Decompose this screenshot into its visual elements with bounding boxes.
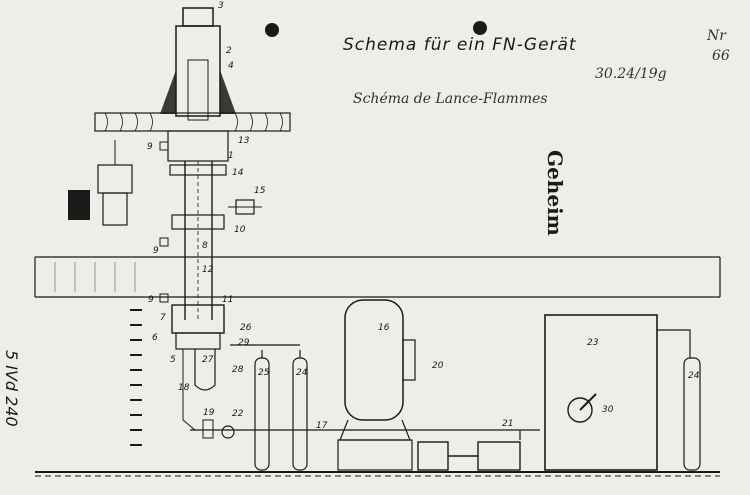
corner-note-line-2: 66 (712, 48, 730, 64)
punch-hole (265, 23, 279, 37)
corner-note-line-1: Nr (706, 28, 727, 44)
callout-14: 14 (232, 168, 244, 178)
platform-band (34, 256, 721, 298)
piping (190, 329, 691, 440)
callout-4: 4 (228, 61, 234, 71)
valve-15 (228, 199, 262, 215)
callout-17: 17 (316, 421, 328, 431)
sensor-box (159, 141, 169, 151)
ground-line (35, 471, 720, 477)
callout-6: 6 (152, 333, 158, 343)
dash-marks (130, 309, 142, 446)
callout-9b: 9 (153, 246, 159, 256)
callout-26: 26 (240, 323, 252, 333)
callout-8: 8 (202, 241, 208, 251)
pump-22 (202, 419, 235, 439)
pump-motor (417, 441, 521, 471)
pencil-caption: Schéma de Lance-Flammes (353, 91, 548, 107)
callout-15: 15 (254, 186, 266, 196)
pencil-date: 30.24/19g (595, 66, 667, 82)
container-23 (544, 314, 658, 471)
pressure-tank-16 (337, 299, 416, 471)
callout-1: 1 (228, 151, 234, 161)
callout-5: 5 (170, 355, 176, 365)
callout-10: 10 (234, 225, 246, 235)
callout-13: 13 (238, 136, 250, 146)
sensor-box (159, 293, 169, 303)
callout-20: 20 (432, 361, 444, 371)
callout-30: 30 (602, 405, 614, 415)
callout-11: 11 (222, 295, 233, 305)
sheet-code: 5 IVd 240 (2, 350, 21, 427)
callout-24a: 24 (296, 368, 308, 378)
callout-7: 7 (160, 313, 166, 323)
callout-9c: 9 (148, 295, 154, 305)
callout-21: 21 (502, 419, 513, 429)
callout-29: 29 (238, 338, 250, 348)
callout-23: 23 (587, 338, 599, 348)
secret-stamp: Geheim (543, 150, 567, 236)
callout-28: 28 (232, 365, 244, 375)
diagram-title: Schema für ein FN-Gerät (343, 35, 577, 55)
callout-27a: 27 (202, 355, 214, 365)
punch-hole (473, 21, 487, 35)
callout-16: 16 (378, 323, 390, 333)
suspended-device (68, 140, 133, 226)
sensor-box (159, 237, 169, 247)
gas-cylinder-24b (683, 357, 701, 471)
callout-3: 3 (218, 1, 224, 11)
callout-22: 22 (232, 409, 244, 419)
callout-25: 25 (258, 368, 270, 378)
callout-12: 12 (202, 265, 214, 275)
callout-2: 2 (226, 46, 232, 56)
callout-24b: 24 (688, 371, 700, 381)
callout-9a: 9 (147, 142, 153, 152)
callout-19: 19 (203, 408, 215, 418)
ceiling-beam (94, 112, 291, 132)
callout-18: 18 (178, 383, 190, 393)
lance-column (160, 7, 236, 431)
